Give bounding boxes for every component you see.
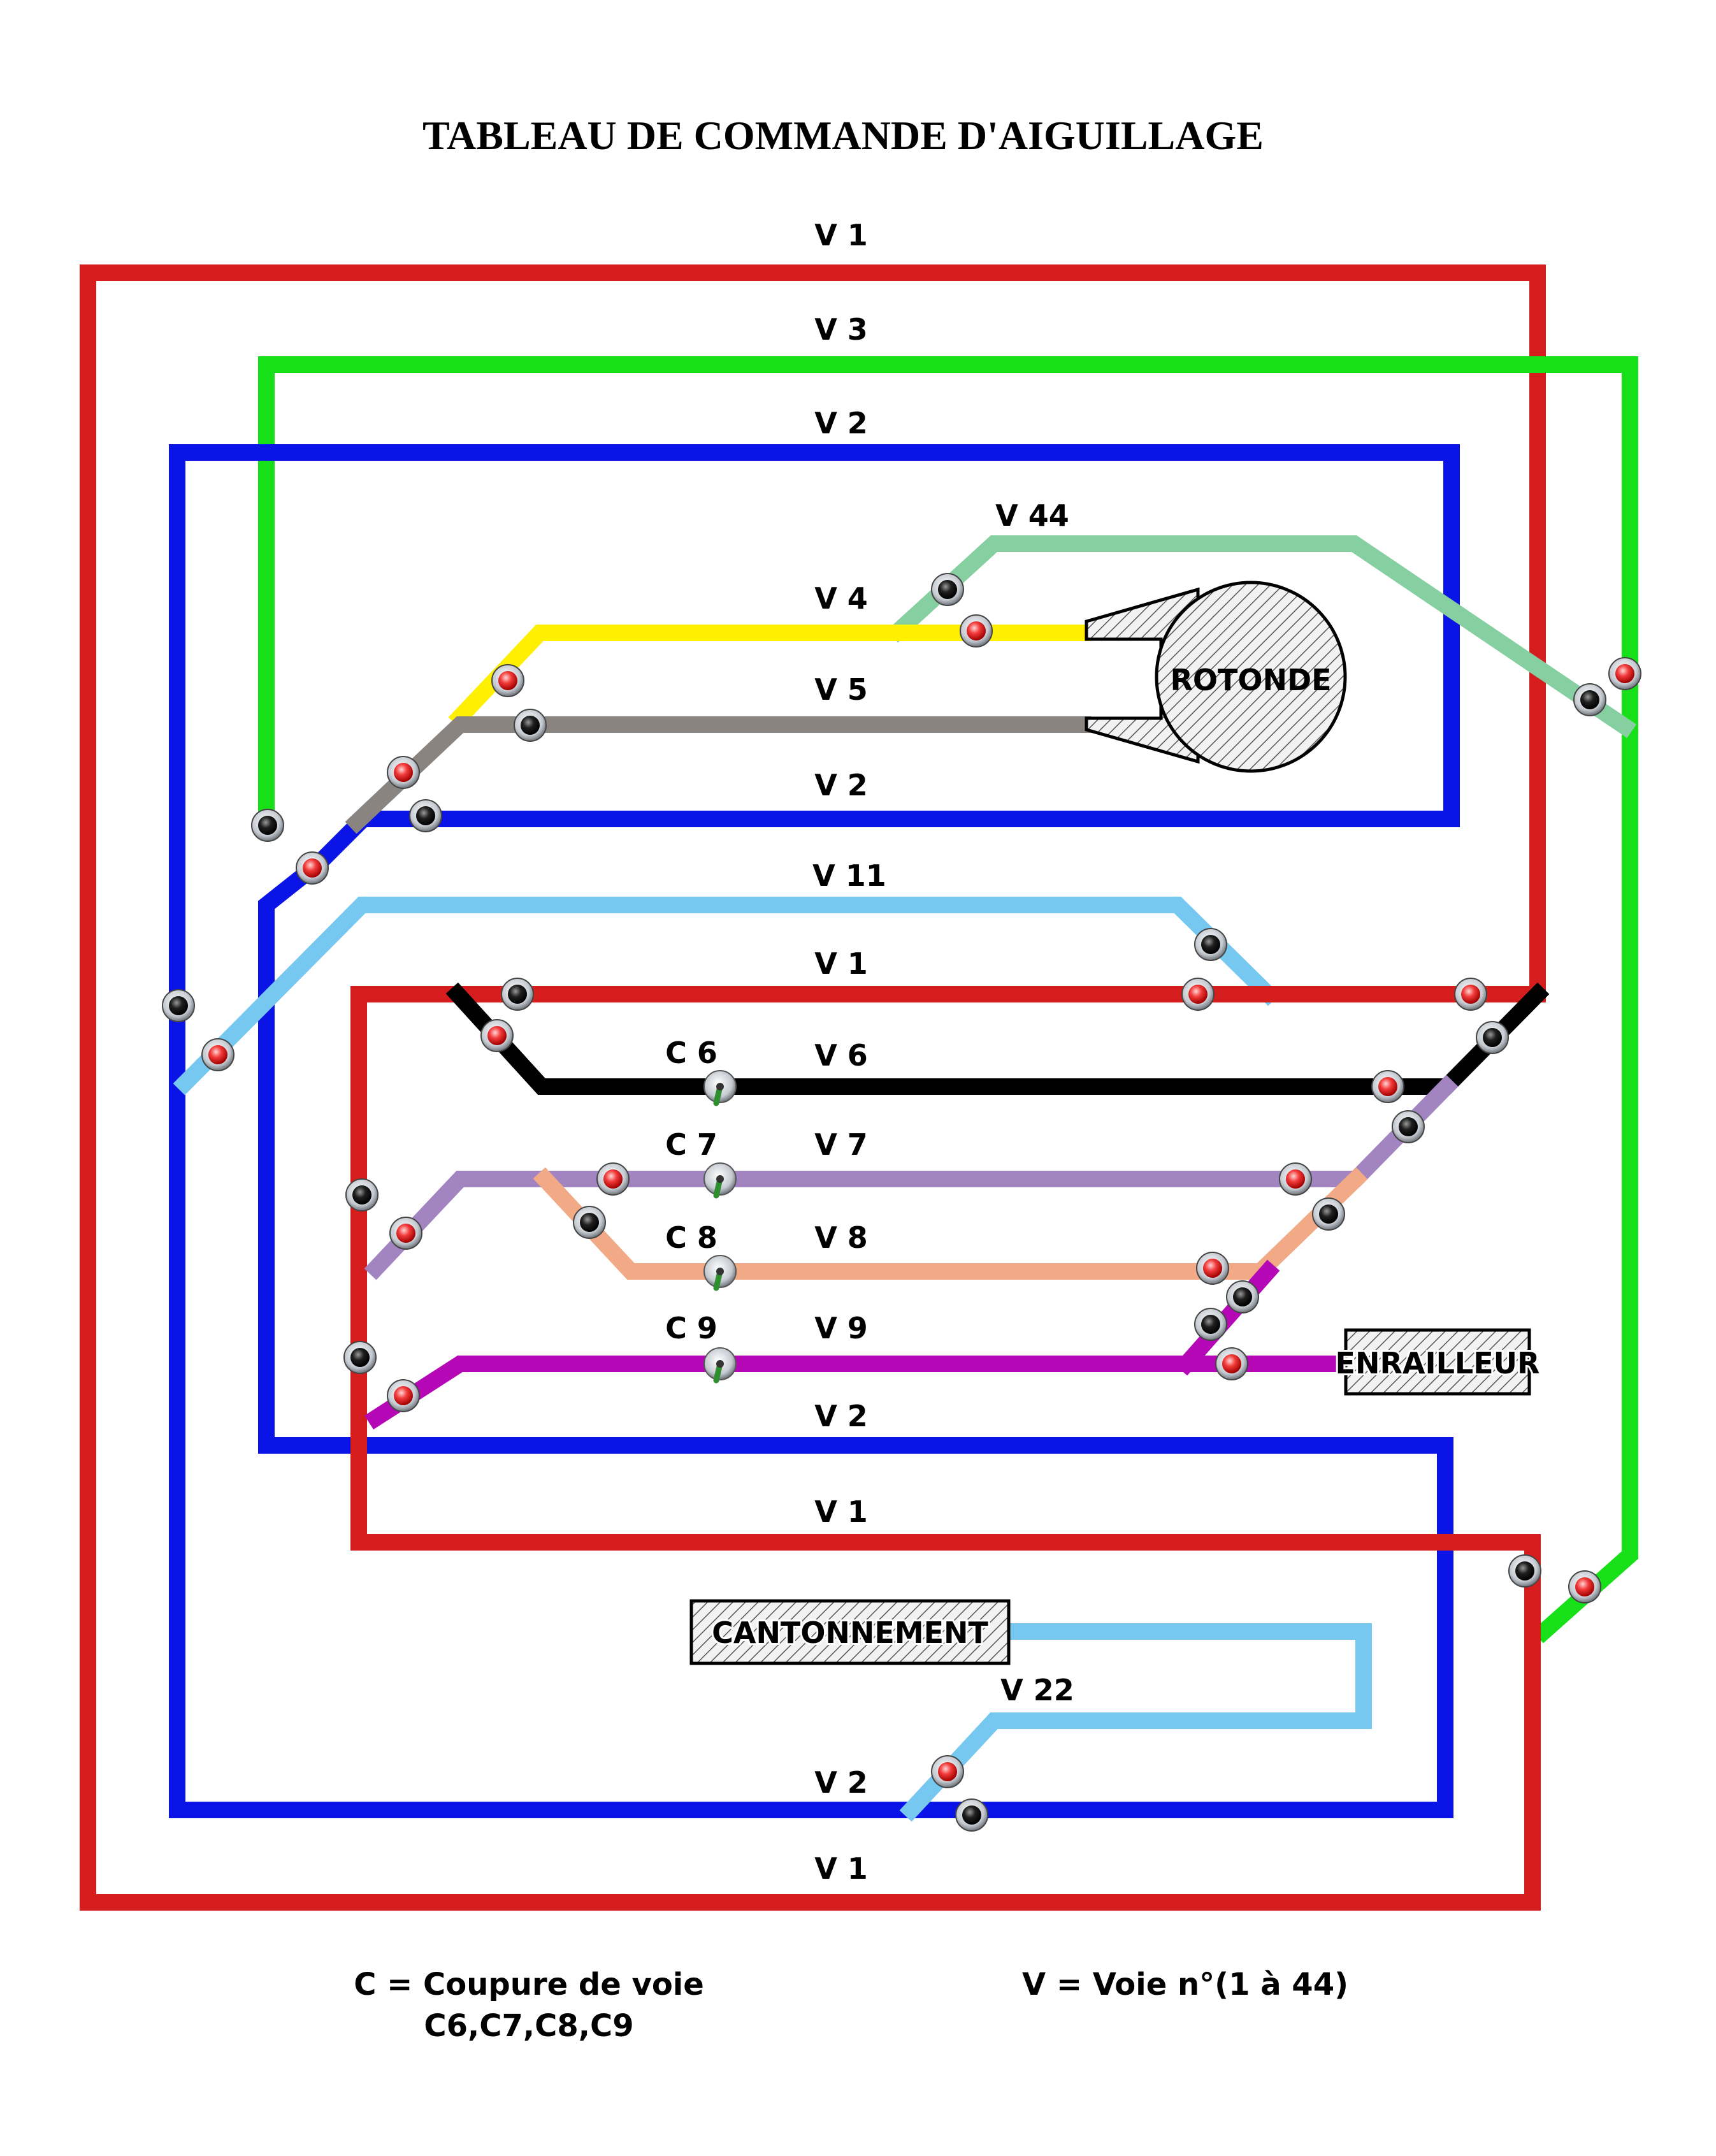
label-v6: V 6 (814, 1038, 868, 1073)
led-red[interactable] (1454, 978, 1487, 1011)
switch-leds[interactable] (162, 573, 1641, 1832)
led-red[interactable] (1181, 978, 1215, 1011)
led-red[interactable] (387, 1379, 420, 1412)
led-black[interactable] (573, 1206, 606, 1239)
track-v4 (448, 625, 1092, 729)
led-red[interactable] (1215, 1347, 1248, 1380)
label-v3-top: V 3 (814, 312, 868, 347)
label-v44: V 44 (995, 498, 1069, 533)
led-black[interactable] (345, 1178, 379, 1212)
label-v11: V 11 (812, 858, 886, 893)
led-black[interactable] (1312, 1197, 1345, 1231)
label-c8: C 8 (665, 1220, 717, 1255)
label-v2-mid: V 2 (814, 768, 868, 802)
led-black[interactable] (1194, 928, 1227, 961)
track-v5 (345, 716, 1092, 834)
label-v5: V 5 (814, 672, 868, 707)
cut-switch-c7[interactable] (703, 1162, 737, 1199)
label-v2-bottom: V 2 (814, 1765, 868, 1800)
label-v1-mid: V 1 (814, 946, 868, 981)
legend-c-line2: C6,C7,C8,C9 (424, 2008, 633, 2044)
legend-v-line: V = Voie n°(1 à 44) (1022, 1967, 1348, 2002)
led-black[interactable] (514, 709, 547, 742)
label-v7: V 7 (814, 1127, 868, 1162)
led-black[interactable] (1226, 1280, 1259, 1313)
led-red[interactable] (201, 1038, 234, 1071)
led-black[interactable] (955, 1798, 988, 1832)
enrailleur-label: ENRAILLEUR (1336, 1346, 1540, 1380)
led-black[interactable] (1392, 1110, 1425, 1143)
led-red[interactable] (960, 614, 993, 648)
led-black[interactable] (501, 978, 534, 1011)
cantonnement-box: CANTONNEMENT (689, 1599, 1011, 1665)
legend-c-line1: C = Coupure de voie (354, 1967, 704, 2002)
led-red[interactable] (1608, 657, 1641, 690)
led-red[interactable] (480, 1019, 514, 1052)
track-v6 (445, 982, 1550, 1095)
page-title: TABLEAU DE COMMANDE D'AIGUILLAGE (422, 113, 1264, 158)
label-v8: V 8 (814, 1220, 868, 1255)
led-red[interactable] (296, 851, 329, 885)
cut-labels: C 6 C 7 C 8 C 9 (665, 1036, 717, 1345)
cut-switch-c8[interactable] (703, 1255, 737, 1291)
enrailleur-box: ENRAILLEUR (1334, 1328, 1541, 1396)
label-v1-top: V 1 (814, 218, 868, 252)
led-black[interactable] (1573, 683, 1606, 716)
legend: C = Coupure de voie C6,C7,C8,C9 V = Voie… (354, 1967, 1348, 2044)
led-black[interactable] (251, 809, 284, 842)
label-v2-low: V 2 (814, 1399, 868, 1433)
rotonde-label: ROTONDE (1170, 663, 1331, 697)
label-v2-top: V 2 (814, 406, 868, 440)
track-v1-inner (80, 986, 1546, 1911)
label-c6: C 6 (665, 1036, 717, 1070)
label-v9: V 9 (814, 1311, 868, 1345)
led-red[interactable] (387, 756, 420, 789)
led-red[interactable] (389, 1217, 422, 1250)
label-c7: C 7 (665, 1127, 717, 1162)
led-red[interactable] (931, 1755, 964, 1788)
track-v3 (258, 356, 1638, 1644)
track-v1-outer (80, 264, 1546, 1907)
led-black[interactable] (162, 989, 195, 1022)
label-v4: V 4 (814, 581, 868, 616)
led-black[interactable] (343, 1341, 377, 1374)
led-red[interactable] (1279, 1162, 1312, 1196)
led-black[interactable] (1508, 1554, 1541, 1588)
cut-switch-c9[interactable] (703, 1347, 737, 1384)
led-red[interactable] (1568, 1570, 1601, 1603)
track-v22 (899, 1623, 1372, 1822)
led-black[interactable] (409, 799, 442, 832)
led-black[interactable] (1476, 1021, 1509, 1054)
led-red[interactable] (1196, 1252, 1229, 1285)
led-black[interactable] (1194, 1308, 1227, 1341)
led-black[interactable] (931, 573, 964, 606)
label-v22: V 22 (1000, 1673, 1074, 1707)
label-v1-low: V 1 (814, 1494, 868, 1529)
rotonde: ROTONDE (1085, 581, 1347, 773)
led-red[interactable] (1371, 1070, 1404, 1103)
cantonnement-label: CANTONNEMENT (712, 1616, 988, 1650)
led-red[interactable] (596, 1162, 630, 1196)
cut-switch-c6[interactable] (703, 1070, 737, 1106)
label-v1-bottom: V 1 (814, 1851, 868, 1886)
cut-switches[interactable] (703, 1070, 737, 1384)
label-c9: C 9 (665, 1311, 717, 1345)
track-labels: V 1 V 3 V 2 V 44 V 4 V 5 V 2 V 11 V 1 V … (812, 218, 1074, 1886)
led-red[interactable] (491, 664, 524, 697)
